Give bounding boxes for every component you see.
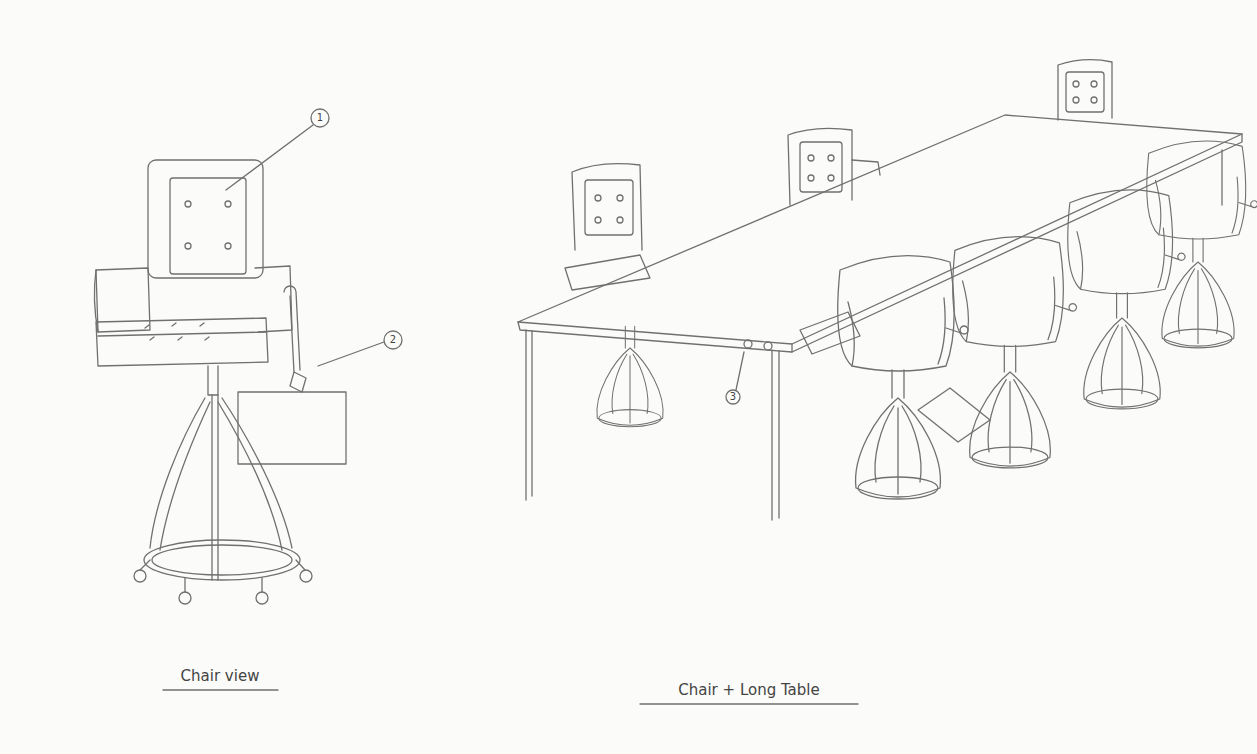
callout-number: 3 (730, 392, 736, 402)
view-caption: Chair + Long Table (678, 683, 819, 698)
office-chair (94, 160, 346, 604)
view-caption: Chair view (181, 669, 260, 684)
chair-trays (800, 312, 990, 442)
back-chairs (565, 60, 1112, 290)
callout-marks (226, 109, 772, 404)
callout-number: 2 (390, 335, 396, 345)
callout-number: 1 (317, 113, 323, 123)
long-table (518, 115, 1242, 520)
